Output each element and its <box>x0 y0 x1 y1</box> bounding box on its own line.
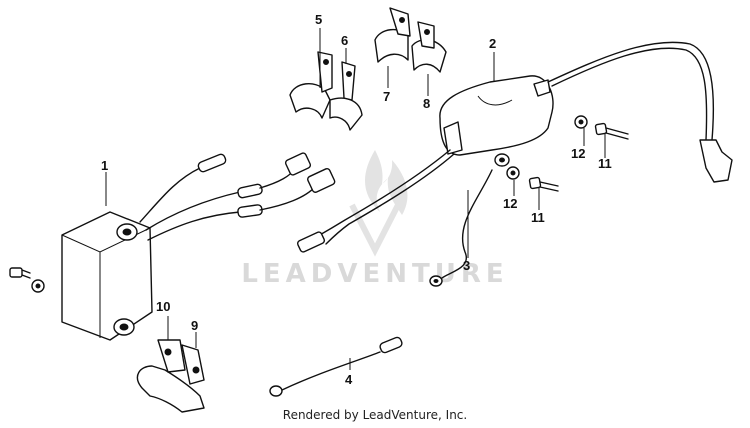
watermark-text: LEADVENTURE <box>241 259 508 289</box>
callout-12-lower: 12 <box>503 196 517 211</box>
callout-4: 4 <box>345 372 353 387</box>
callout-1: 1 <box>101 158 108 173</box>
washer-12-upper <box>574 115 588 129</box>
callout-11-upper: 11 <box>598 156 612 171</box>
callout-6: 6 <box>341 33 348 48</box>
clamp-5-6 <box>289 51 363 131</box>
callout-8: 8 <box>423 96 430 111</box>
ignition-coil <box>296 41 733 253</box>
ground-wire-3 <box>429 169 493 287</box>
callout-9: 9 <box>191 318 198 333</box>
callouts: 1 2 3 4 5 6 7 8 9 10 11 11 12 12 <box>101 12 612 387</box>
watermark: LEADVENTURE <box>241 150 508 289</box>
bolt-11-upper <box>594 122 629 140</box>
callout-12-upper: 12 <box>571 146 585 161</box>
ground-cable-4 <box>269 336 403 397</box>
callout-2: 2 <box>489 36 496 51</box>
watermark-flame-icon <box>364 150 408 215</box>
callout-7: 7 <box>383 89 390 104</box>
washer-12-lower <box>506 166 520 180</box>
callout-3: 3 <box>463 258 470 273</box>
clamp-9-10 <box>136 339 205 413</box>
watermark-chevron-icon <box>349 203 401 257</box>
clamp-7-8 <box>374 7 447 73</box>
cdi-unit <box>61 152 336 341</box>
render-credit: Rendered by LeadVenture, Inc. <box>282 408 468 422</box>
callout-10: 10 <box>156 299 170 314</box>
leader-lines <box>105 28 606 370</box>
bolt-11-lower <box>528 176 559 192</box>
callout-11-lower: 11 <box>531 210 545 225</box>
callout-5: 5 <box>315 12 322 27</box>
cdi-screw <box>9 267 45 293</box>
